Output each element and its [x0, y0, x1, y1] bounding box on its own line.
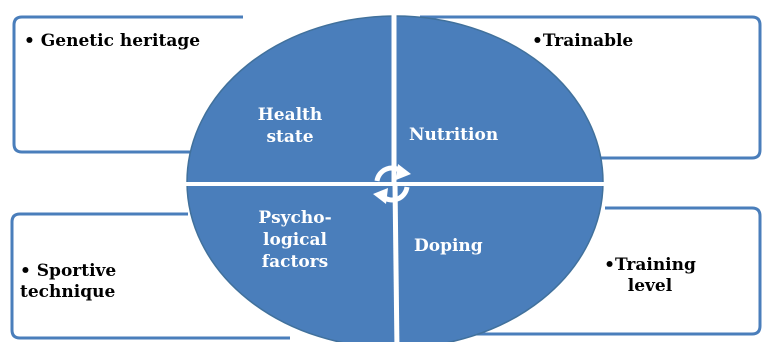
label-genetic-heritage: • Genetic heritage [24, 31, 200, 52]
label-trainable: •Trainable [532, 31, 633, 52]
quadrant-label-nutrition: Nutrition [409, 124, 498, 146]
cycle-arrows-icon [373, 164, 411, 204]
text-sportive: • Sportive [20, 261, 117, 281]
quadrant-label-psychological-factors: Psycho- logical factors [245, 207, 345, 273]
text-genetic-heritage: • Genetic heritage [24, 31, 201, 51]
box-top-left [12, 15, 243, 154]
text-doping: Doping [414, 236, 483, 256]
text-factors: factors [261, 252, 329, 272]
label-sportive-technique: • Sportive technique [20, 261, 116, 303]
text-level: level [627, 276, 673, 296]
box-top-right [420, 15, 762, 160]
box-bottom-right [470, 206, 762, 336]
text-psycho: Psycho- [258, 208, 332, 228]
text-technique: technique [20, 282, 116, 302]
quadrant-bottom-right [392, 184, 603, 342]
text-health: Health [257, 105, 323, 125]
label-training-level: •Training level [593, 255, 707, 297]
text-logical: logical [263, 230, 327, 250]
text-training: •Training [604, 255, 696, 275]
text-trainable: •Trainable [532, 31, 634, 51]
quadrant-top-left [187, 16, 392, 184]
quadrant-label-health-state: Health state [245, 104, 335, 148]
text-state: state [266, 127, 314, 147]
quadrant-label-doping: Doping [414, 235, 483, 257]
separator-vertical-bottom [392, 183, 400, 342]
text-nutrition: Nutrition [409, 125, 499, 145]
box-bottom-left [10, 212, 290, 340]
